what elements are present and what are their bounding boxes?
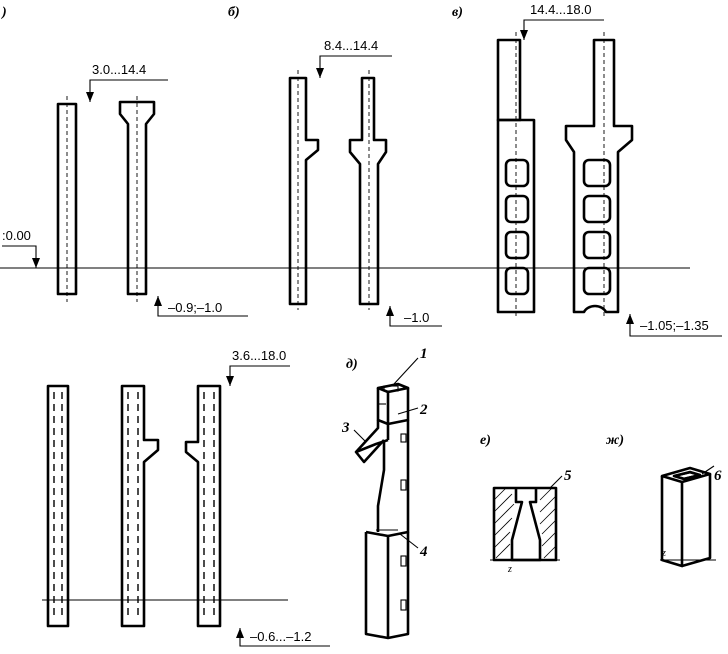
mark-e: z bbox=[507, 564, 512, 575]
callout-5: 5 bbox=[564, 468, 572, 484]
callout-4: 4 bbox=[419, 544, 428, 560]
column-v2 bbox=[564, 38, 634, 314]
dim-ground: :0.00 bbox=[2, 228, 31, 243]
group-a-columns bbox=[56, 96, 156, 302]
group-zh-column-top bbox=[660, 466, 716, 568]
callout-6: 6 bbox=[714, 468, 722, 484]
dim-a-depth: –0.9;–1.0 bbox=[168, 300, 222, 315]
column-g1 bbox=[46, 384, 70, 628]
label-a: ) bbox=[0, 5, 7, 20]
dim-v-depth: –1.05;–1.35 bbox=[640, 318, 709, 333]
dim-b-height: 8.4...14.4 bbox=[324, 38, 378, 53]
group-g-columns bbox=[46, 384, 222, 628]
dim-a-height: 3.0...14.4 bbox=[92, 62, 146, 77]
group-b-columns bbox=[288, 70, 388, 310]
group-e-socket-section bbox=[490, 486, 560, 562]
dim-g-height: 3.6...18.0 bbox=[232, 348, 286, 363]
dim-g-depth: –0.6...–1.2 bbox=[250, 629, 311, 644]
column-g2 bbox=[120, 384, 160, 628]
column-b2 bbox=[348, 76, 388, 306]
group-v-columns bbox=[496, 32, 634, 318]
label-d: д) bbox=[346, 357, 358, 372]
label-b: б) bbox=[228, 5, 240, 20]
dim-b-depth: –1.0 bbox=[404, 310, 429, 325]
column-a2 bbox=[118, 100, 156, 296]
label-zh: ж) bbox=[606, 433, 624, 448]
callout-2: 2 bbox=[419, 402, 428, 418]
column-g3 bbox=[184, 384, 222, 628]
label-e: е) bbox=[480, 433, 491, 448]
column-v1-upper bbox=[496, 38, 522, 122]
group-d-column bbox=[354, 382, 410, 640]
callout-1: 1 bbox=[420, 346, 428, 362]
dim-v-height: 14.4...18.0 bbox=[530, 2, 591, 17]
label-v: в) bbox=[452, 5, 463, 20]
column-b1 bbox=[288, 76, 320, 306]
mark-zh: z bbox=[661, 548, 666, 559]
callout-3: 3 bbox=[341, 420, 350, 436]
